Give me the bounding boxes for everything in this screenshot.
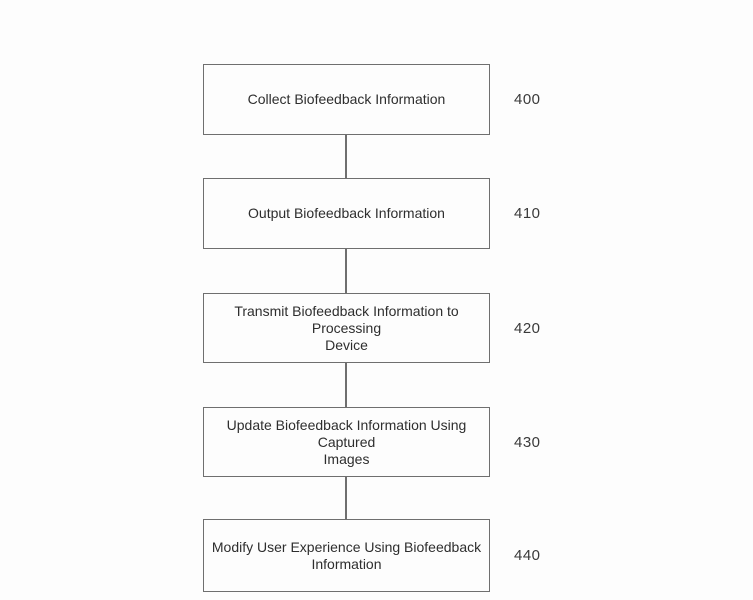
flow-step-collect: Collect Biofeedback Information 400 [0, 64, 753, 135]
flow-box: Update Biofeedback Information Using Cap… [203, 407, 490, 477]
flow-step-label: Update Biofeedback Information Using Cap… [226, 416, 467, 467]
flow-step-transmit: Transmit Biofeedback Information to Proc… [0, 293, 753, 363]
flow-step-modify: Modify User Experience Using Biofeedback… [0, 519, 753, 592]
flow-box: Collect Biofeedback Information [203, 64, 490, 135]
flow-step-ref: 420 [514, 319, 541, 337]
connector-line [345, 363, 347, 407]
flow-step-label: Output Biofeedback Information [248, 205, 445, 221]
flow-step-update: Update Biofeedback Information Using Cap… [0, 407, 753, 477]
flow-box: Transmit Biofeedback Information to Proc… [203, 293, 490, 363]
flow-step-ref: 410 [514, 205, 541, 222]
connector-line [345, 135, 347, 178]
connector-line [345, 249, 347, 293]
flow-box: Modify User Experience Using Biofeedback… [203, 519, 490, 592]
connector-line [345, 477, 347, 519]
flow-box: Output Biofeedback Information [203, 178, 490, 249]
flow-step-ref: 430 [514, 433, 541, 451]
flow-step-label: Transmit Biofeedback Information to Proc… [234, 302, 459, 353]
flow-step-label: Modify User Experience Using Biofeedback… [211, 538, 482, 572]
flow-step-label: Collect Biofeedback Information [247, 91, 446, 107]
flow-step-ref: 400 [514, 91, 541, 108]
flow-step-output: Output Biofeedback Information 410 [0, 178, 753, 249]
flow-step-ref: 440 [514, 547, 541, 564]
